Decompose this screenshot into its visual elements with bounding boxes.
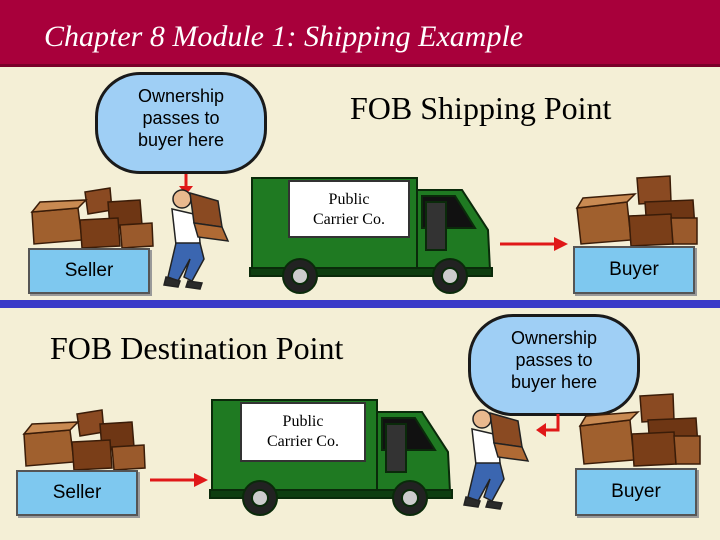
buyer-label-top: Buyer — [573, 246, 695, 294]
worker-carrying-box-icon — [463, 409, 530, 510]
buyer-boxes-icon — [578, 393, 701, 467]
bubble-line-2: passes to — [142, 108, 220, 128]
title-bar: Chapter 8 Module 1: Shipping Example — [0, 0, 720, 67]
seller-label-bottom: Seller — [16, 470, 138, 516]
seller-label-top: Seller — [28, 248, 150, 294]
section-divider — [0, 300, 720, 308]
public-carrier-sign: Public Carrier Co. — [240, 402, 366, 462]
buyer-label-bottom: Buyer — [575, 468, 697, 516]
carrier-line-2: Carrier Co. — [313, 211, 385, 228]
bubble-line-2: passes to — [515, 350, 593, 370]
bubble-line-3: buyer here — [137, 130, 225, 150]
slide-title: Chapter 8 Module 1: Shipping Example — [44, 20, 524, 53]
bubble-line-1: Ownership — [510, 328, 598, 348]
bubble-line-1: Ownership — [137, 86, 225, 106]
ownership-bubble-top: Ownership passes to buyer here — [95, 72, 267, 174]
right-arrow-icon — [150, 473, 208, 487]
seller-boxes-icon — [22, 409, 146, 471]
seller-boxes-icon — [30, 187, 154, 249]
fob-destination-point-heading: FOB Destination Point — [50, 330, 344, 366]
right-arrow-icon — [500, 237, 568, 251]
ownership-bubble-bottom: Ownership passes to buyer here — [468, 314, 640, 416]
buyer-boxes-icon — [575, 175, 698, 247]
fob-shipping-point-heading: FOB Shipping Point — [350, 90, 612, 126]
carrier-line-1: Public — [328, 191, 370, 208]
bubble-line-3: buyer here — [510, 372, 598, 392]
elbow-arrow-icon — [536, 414, 560, 437]
carrier-line-1: Public — [282, 413, 324, 430]
worker-carrying-box-icon — [163, 189, 230, 290]
carrier-line-2: Carrier Co. — [267, 433, 339, 450]
public-carrier-sign: Public Carrier Co. — [288, 180, 410, 238]
